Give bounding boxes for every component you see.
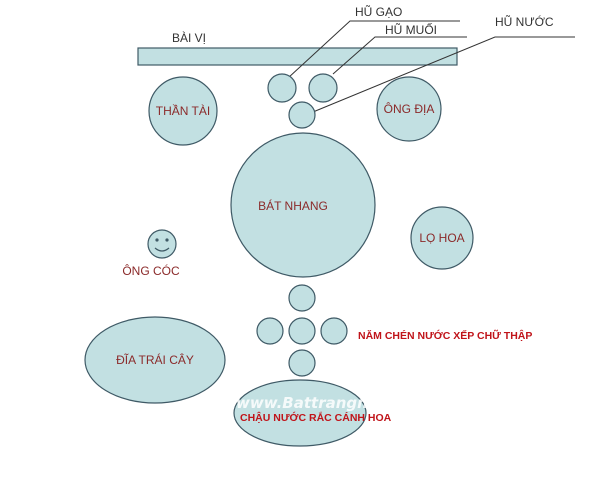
ong-dia: [376, 76, 442, 142]
bai-vi-bar: [137, 47, 458, 66]
callout-lines: [287, 20, 575, 113]
bat-nhang-label: BÁT NHANG: [258, 198, 328, 213]
hu-nuoc-label: HŨ NƯỚC: [495, 14, 554, 29]
chau-nuoc: [233, 379, 367, 447]
hu-gao-label: HŨ GẠO: [355, 4, 402, 19]
than-tai: [148, 76, 218, 146]
hu-muoi-jar: [308, 73, 338, 103]
dia-trai-cay-label: ĐĨA TRÁI CÂY: [116, 352, 194, 367]
bai-vi-label: BÀI VỊ: [172, 30, 206, 45]
dia-trai-cay: [84, 316, 226, 404]
ong-coc-label: ÔNG CÓC: [122, 263, 180, 278]
watermark: www.Battrangnews.com: [236, 394, 441, 412]
than-tai-label: THẦN TÀI: [156, 103, 210, 118]
hu-muoi-label: HŨ MUỐI: [385, 22, 437, 37]
hu-gao-jar: [267, 73, 297, 103]
ong-coc-smiley-icon: [147, 229, 177, 259]
chau-nuoc-label: CHẬU NƯỚC RẮC CÁNH HOA: [240, 411, 392, 424]
ong-dia-label: ÔNG ĐỊA: [384, 101, 435, 116]
five-water-cups: [256, 284, 348, 377]
hu-nuoc-jar: [288, 101, 316, 129]
lo-hoa-label: LỌ HOA: [419, 231, 464, 245]
bat-nhang: [230, 132, 376, 278]
nam-chen-nuoc-label: NĂM CHÉN NƯỚC XẾP CHỮ THẬP: [358, 329, 532, 342]
lo-hoa: [410, 206, 474, 270]
